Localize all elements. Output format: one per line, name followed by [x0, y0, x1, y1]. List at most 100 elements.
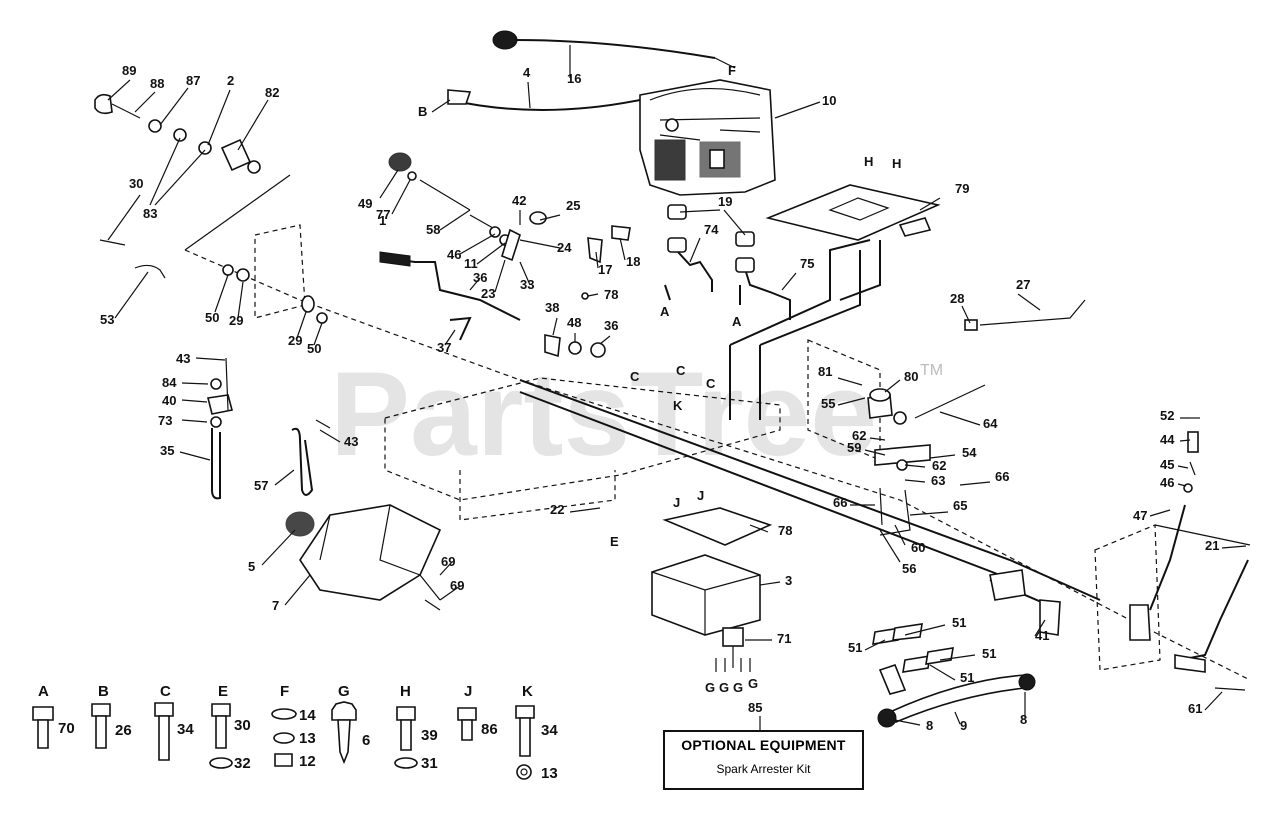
callout: 60 [911, 540, 925, 555]
hardware-number: 30 [234, 717, 251, 734]
hardware-legend: A 70 B 26 C 34 E 30 32 F 14 13 12 G 6 H [32, 683, 558, 782]
left-assembly [94, 93, 331, 500]
callout: 78 [604, 287, 618, 302]
callout: 40 [162, 393, 176, 408]
callout: 55 [821, 396, 835, 411]
hardware-letter: E [218, 683, 228, 700]
callout: 36 [473, 270, 487, 285]
callout: 56 [902, 561, 916, 576]
callout: 51 [982, 646, 996, 661]
callout: 19 [718, 194, 732, 209]
callout: 7 [272, 598, 279, 613]
heat-shield [765, 184, 941, 241]
callout: 66 [995, 469, 1009, 484]
callout: F [728, 63, 736, 78]
callout: 53 [100, 312, 114, 327]
callout: 66 [833, 495, 847, 510]
hardware-number: 39 [421, 727, 438, 744]
callout: A [732, 314, 742, 329]
callout: H [864, 154, 873, 169]
callout: 38 [545, 300, 559, 315]
callout: 21 [1205, 538, 1219, 553]
rear-brackets [872, 623, 1036, 728]
callout: 10 [822, 93, 836, 108]
hardware-number: 13 [541, 765, 558, 782]
hardware-number: 13 [299, 730, 316, 747]
optional-equipment-title: OPTIONAL EQUIPMENT [681, 737, 846, 753]
callout: 43 [176, 351, 190, 366]
callout: 81 [818, 364, 832, 379]
hardware-number: 6 [362, 732, 370, 749]
callout: 22 [550, 502, 564, 517]
callout: 29 [229, 313, 243, 328]
callout: G [719, 680, 729, 695]
hardware-number: 34 [541, 722, 558, 739]
callout: 18 [626, 254, 640, 269]
callout: 58 [426, 222, 440, 237]
cables [447, 30, 716, 111]
callout: 8 [1020, 712, 1027, 727]
callout: B [418, 104, 427, 119]
callout: A [660, 304, 670, 319]
callout: 41 [1035, 628, 1049, 643]
callout: 77 [376, 207, 390, 222]
callout: 3 [785, 573, 792, 588]
hardware-number: 26 [115, 722, 132, 739]
callout: 61 [1188, 701, 1202, 716]
callout: 52 [1160, 408, 1174, 423]
callout: J [673, 495, 680, 510]
hardware-number: 31 [421, 755, 438, 772]
callout: G [733, 680, 743, 695]
callout: 46 [447, 247, 461, 262]
callout: G [705, 680, 715, 695]
callout: 79 [955, 181, 969, 196]
callout: 5 [248, 559, 255, 574]
callout: 48 [567, 315, 581, 330]
hardware-letter: F [280, 683, 289, 700]
callout: 62 [852, 428, 866, 443]
callout: 42 [512, 193, 526, 208]
muffler [651, 507, 773, 672]
callout: 37 [437, 340, 451, 355]
optional-equipment-box: OPTIONAL EQUIPMENT Spark Arrester Kit [663, 730, 864, 790]
callout: 1 [379, 213, 386, 228]
callout: 44 [1160, 432, 1175, 447]
callout: 35 [160, 443, 174, 458]
callout: 50 [205, 310, 219, 325]
callout: 51 [960, 670, 974, 685]
callout: 45 [1160, 457, 1174, 472]
callout: 47 [1133, 508, 1147, 523]
spark-arrester-kit-label: Spark Arrester Kit [716, 762, 811, 776]
hardware-letter: G [338, 683, 350, 700]
callout: C [706, 376, 716, 391]
callout: 73 [158, 413, 172, 428]
hardware-number: 32 [234, 755, 251, 772]
callout: 51 [952, 615, 966, 630]
callout: 59 [847, 440, 861, 455]
right-assembly [867, 299, 1249, 691]
fuel-lines [664, 204, 791, 320]
callout: 83 [143, 206, 157, 221]
callout: H [892, 156, 901, 171]
callout: 65 [953, 498, 967, 513]
watermark: PartsTree [330, 347, 877, 481]
callout: 27 [1016, 277, 1030, 292]
callout: 17 [598, 262, 612, 277]
callout: 62 [932, 458, 946, 473]
callout: 9 [960, 718, 967, 733]
hardware-number: 14 [299, 707, 316, 724]
callout: 69 [441, 554, 455, 569]
hardware-number: 70 [58, 720, 75, 737]
callout: 54 [962, 445, 977, 460]
engine [639, 79, 776, 196]
hardware-letter: B [98, 683, 109, 700]
callout: 84 [162, 375, 177, 390]
callout: 50 [307, 341, 321, 356]
callout: J [697, 488, 704, 503]
callout: 29 [288, 333, 302, 348]
callout: 8 [926, 718, 933, 733]
control-linkage [379, 152, 631, 358]
callout: K [673, 398, 683, 413]
callout: 80 [904, 369, 918, 384]
